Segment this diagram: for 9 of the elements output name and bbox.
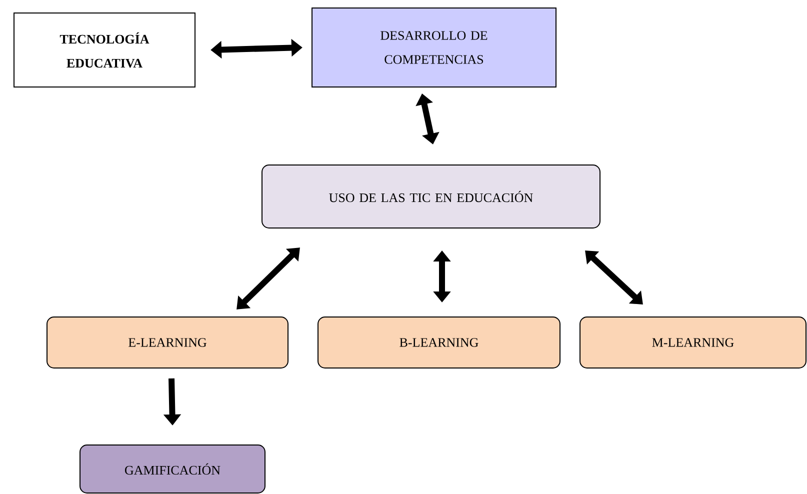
double-arrow [236, 248, 300, 310]
rounded-box: USO DE LAS TIC EN EDUCACIÓN [262, 164, 600, 228]
concept-box: TECNOLOGÍA EDUCATIVA [14, 12, 196, 88]
rounded-box: B-LEARNING [318, 316, 560, 368]
rounded-box: M-LEARNING [580, 316, 806, 368]
concept-box: DESARROLLO DE COMPETENCIAS [312, 8, 556, 88]
rounded-box: GAMIFICACIÓN [80, 444, 266, 494]
double-arrow [585, 250, 643, 304]
rounded-box: E-LEARNING [46, 316, 288, 368]
